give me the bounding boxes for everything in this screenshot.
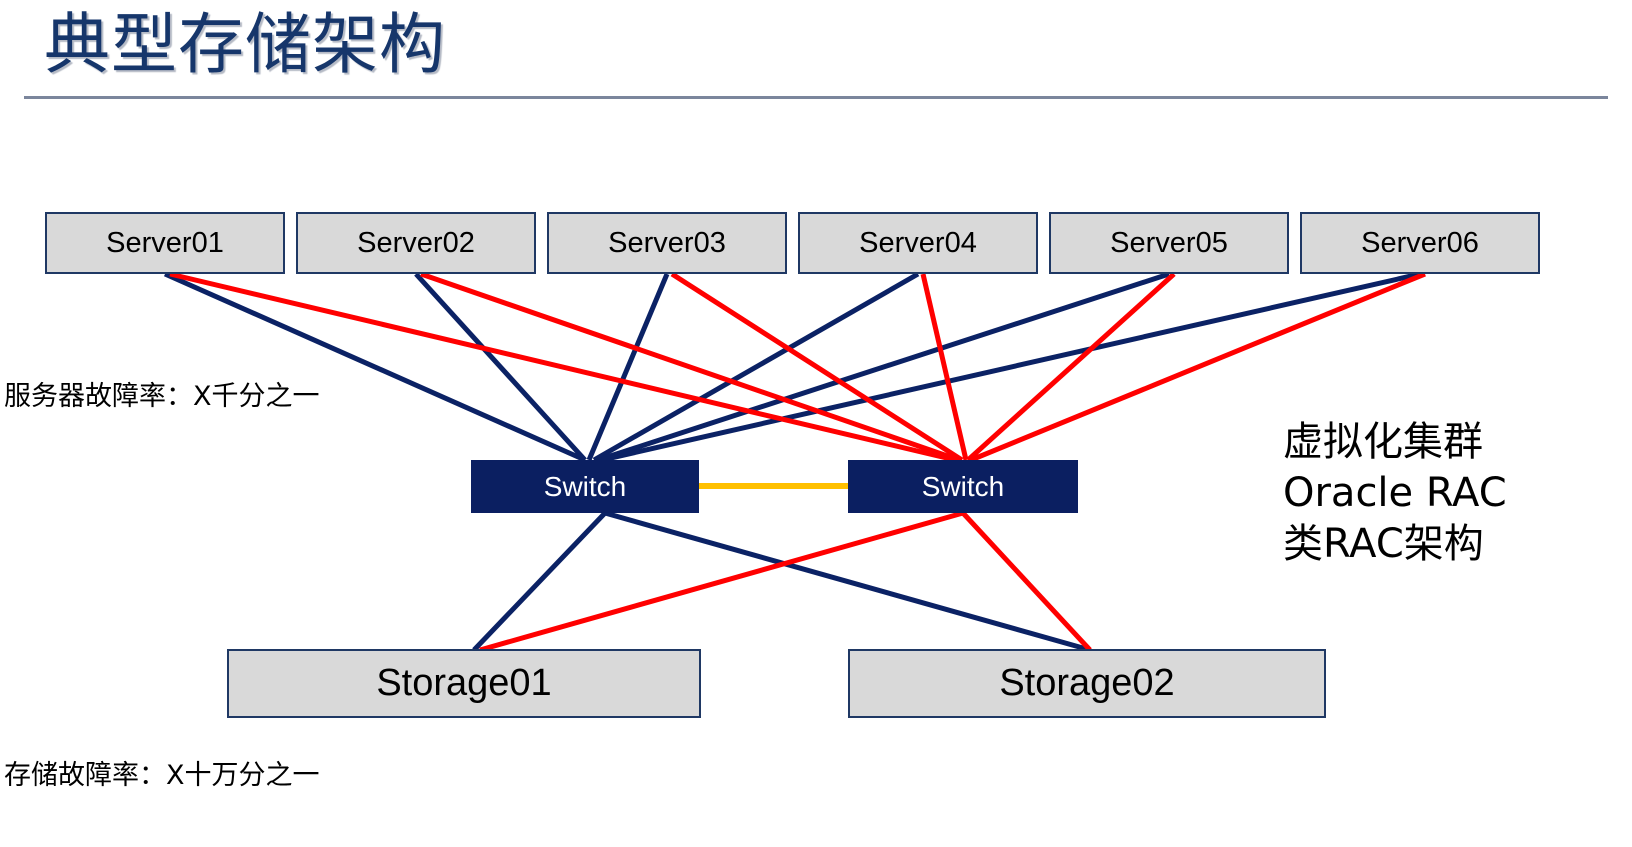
node-server05[interactable]: Server05 — [1049, 212, 1289, 274]
edge-server03-switch01 — [586, 273, 670, 461]
node-storage02-label: Storage02 — [999, 662, 1175, 704]
annotation-cluster-types: 虚拟化集群 Oracle RAC 类RAC架构 — [1283, 417, 1507, 570]
page-title: 典型存储架构 — [44, 6, 446, 83]
node-server03-label: Server03 — [608, 226, 726, 259]
edge-switch02-storage01 — [479, 510, 964, 653]
edge-server03-switch02 — [670, 271, 964, 463]
edge-group-switch02-to-storage — [479, 510, 1092, 653]
node-server03[interactable]: Server03 — [547, 212, 787, 274]
node-server02-label: Server02 — [357, 226, 475, 259]
node-server04-label: Server04 — [859, 226, 977, 259]
node-server04[interactable]: Server04 — [798, 212, 1038, 274]
node-storage01-label: Storage01 — [376, 662, 552, 704]
title-divider — [24, 96, 1608, 99]
edge-server04-switch02 — [920, 273, 969, 461]
annotation-server-failure-rate: 服务器故障率：X千分之一 — [4, 381, 320, 412]
edge-server01-switch02 — [169, 271, 956, 463]
node-server06[interactable]: Server06 — [1300, 212, 1540, 274]
node-switch01[interactable]: Switch — [471, 460, 699, 513]
node-server02[interactable]: Server02 — [296, 212, 536, 274]
edge-server02-switch02 — [420, 271, 960, 463]
edge-server02-switch01 — [414, 272, 587, 462]
edge-server06-switch01 — [601, 271, 1421, 463]
edge-server06-switch02 — [970, 271, 1426, 463]
annotation-cluster-types-line1: 虚拟化集群 — [1283, 419, 1483, 465]
node-storage01[interactable]: Storage01 — [227, 649, 701, 718]
edge-switch02-storage02 — [961, 511, 1092, 652]
edge-switch01-storage02 — [604, 510, 1091, 653]
edge-server05-switch01 — [597, 271, 1170, 463]
annotation-cluster-types-line3: 类RAC架构 — [1283, 521, 1484, 567]
edge-switch01-storage01 — [472, 511, 607, 652]
edge-server01-switch01 — [163, 271, 587, 463]
edge-group-servers-to-switch01 — [163, 271, 1421, 463]
edge-group-servers-to-switch02 — [169, 271, 1426, 463]
edge-group-switch01-to-storage — [472, 510, 1091, 653]
node-switch02[interactable]: Switch — [848, 460, 1078, 513]
node-storage02[interactable]: Storage02 — [848, 649, 1326, 718]
node-server05-label: Server05 — [1110, 226, 1228, 259]
node-server01[interactable]: Server01 — [45, 212, 285, 274]
annotation-storage-failure-rate: 存储故障率：X十万分之一 — [4, 760, 320, 791]
annotation-cluster-types-line2: Oracle RAC — [1283, 470, 1507, 516]
node-server01-label: Server01 — [106, 226, 224, 259]
edge-server05-switch02 — [966, 272, 1176, 462]
edge-server04-switch01 — [592, 271, 920, 463]
node-switch02-label: Switch — [921, 470, 1005, 502]
node-server06-label: Server06 — [1361, 226, 1479, 259]
node-switch01-label: Switch — [543, 470, 627, 502]
